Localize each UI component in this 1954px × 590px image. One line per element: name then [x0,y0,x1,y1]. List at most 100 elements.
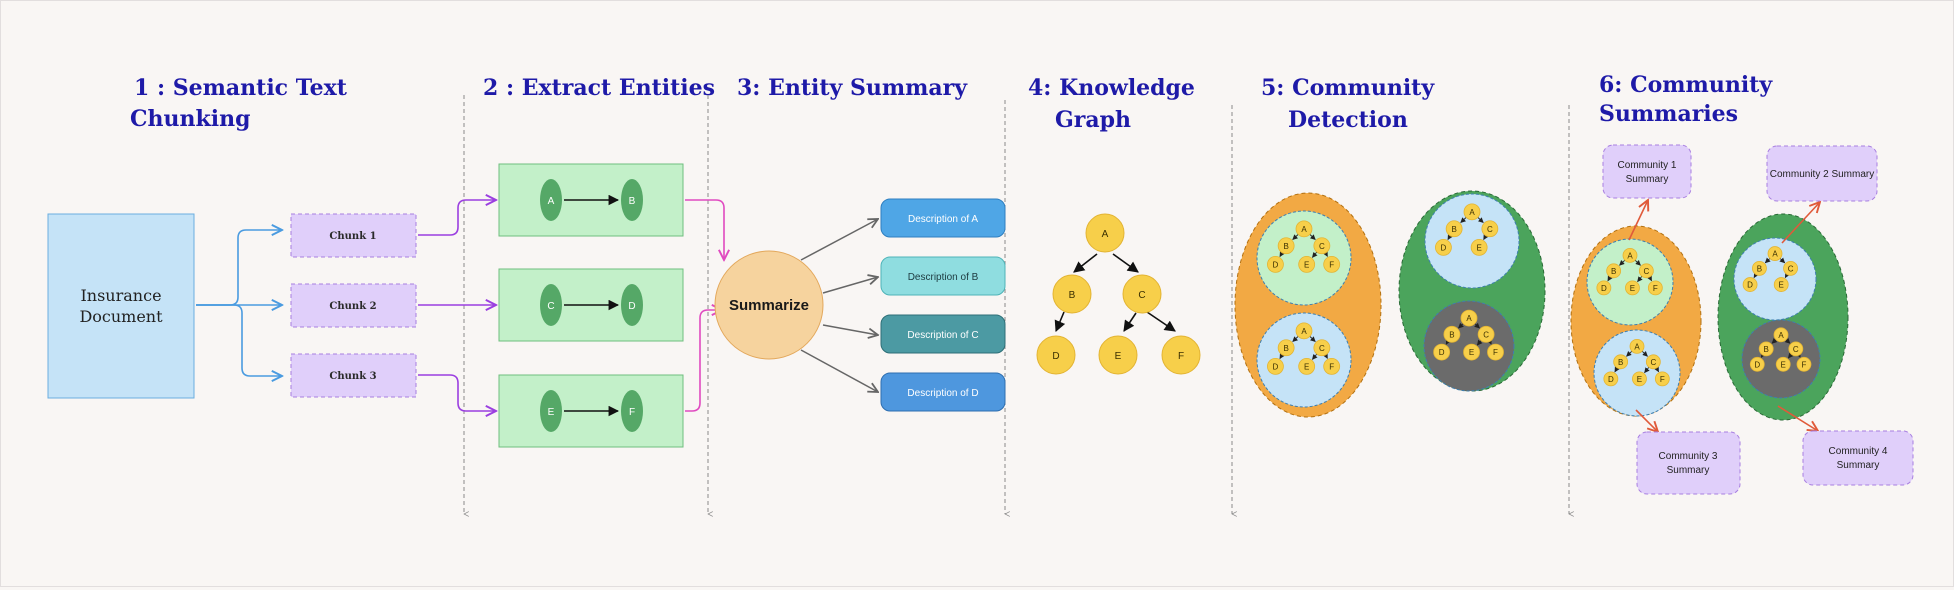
sub-node-label: A [1301,225,1307,234]
sub-node [1773,277,1789,292]
sub-node [1788,341,1804,357]
sub-node [1295,220,1313,238]
insurance-document-box [47,213,195,399]
sub-node [1267,357,1284,375]
description-c-box [880,314,1006,354]
sub-node-label: A [1634,342,1640,351]
sub-edge [1637,275,1643,283]
entity-node-c-label: C [547,301,554,312]
description-b-label: Description of B [908,272,979,283]
community-4-summary-line1: Community 4 [1829,446,1888,457]
description-a-label: Description of A [908,214,978,225]
sub-edge [1445,338,1451,345]
sub-edge [1784,338,1791,344]
sub-edge [1619,259,1626,266]
sub-edge [1653,366,1659,373]
sub-node [1487,343,1504,361]
kg-node-e [1098,335,1138,375]
sub-node [1749,356,1765,372]
sub-node [1481,220,1499,238]
chunk-1-box [290,213,417,258]
sub-node-label: C [1483,330,1489,339]
entity-node-a-label: A [548,196,555,207]
sub-node-label: C [1793,345,1799,354]
sub-node-label: E [1476,243,1481,252]
sub-edge [1760,351,1767,358]
sub-edge [1476,339,1483,346]
sub-node-label: D [1439,348,1445,357]
community-2-summary-line1: Community 2 Summary [1770,169,1874,180]
sub-edge [1279,251,1285,258]
knowledge-graph: A B C D E F [1036,213,1201,375]
sub-node-label: E [1779,281,1784,290]
sub-node-label: D [1601,284,1607,293]
sub-node-label: D [1608,375,1614,384]
kg-node-f-label: F [1178,351,1184,362]
sub-node-label: E [1304,362,1309,371]
chunk-2-box [290,283,417,328]
sub-node [1632,371,1647,387]
kg-node-b-label: B [1069,290,1076,301]
sub-node-label: E [1469,348,1474,357]
sub-node-label: B [1757,264,1762,273]
community-4-summary-line2: Summary [1837,460,1880,471]
sub-node-label: A [1627,251,1633,260]
sub-node-label: F [1660,375,1665,384]
entity-node-a [540,179,562,221]
sub-node-label: B [1451,225,1456,234]
sub-edge [1460,217,1467,223]
sub-node [1645,354,1661,370]
community-1-summary-line1: Community 1 [1618,160,1677,171]
sub-node [1477,325,1495,343]
sub-node-label: A [1466,314,1472,323]
sub-node [1606,263,1622,279]
sub-node [1463,203,1481,221]
chunk-1-label: Chunk 1 [329,231,376,242]
sub-node-label: A [1772,250,1778,259]
entity-node-d-label: D [628,301,635,312]
sub-edge [1753,272,1759,279]
sub-edge [1641,350,1648,357]
sub-node [1460,309,1478,327]
document-label-line1: Insurance [80,286,161,305]
step-3-title: 3: Entity Summary [737,75,968,101]
sub-node [1629,338,1645,354]
sub-node-label: E [1781,360,1786,369]
sub-node [1443,325,1461,343]
sub-node-label: C [1319,344,1325,353]
kg-node-a-label: A [1102,229,1109,240]
sub-node [1625,280,1640,296]
sub-node [1295,322,1313,340]
sub-node-label: A [1469,208,1475,217]
sub-node [1622,247,1638,263]
sub-node [1796,356,1812,372]
sub-edge [1322,250,1328,257]
sub-edge [1614,366,1620,373]
sub-node [1613,354,1629,370]
entity-node-f-label: F [629,407,635,418]
chunk-2-label: Chunk 2 [329,301,376,312]
sub-node [1742,277,1758,292]
sub-node [1647,280,1663,296]
sub-node-label: D [1273,362,1279,371]
sub-edge [1483,234,1489,241]
sub-edge [1279,353,1285,360]
kg-node-b [1052,274,1092,314]
summary-arrows [1628,200,1820,432]
sub-edge [1486,338,1492,345]
sub-edge [1322,352,1328,359]
sub-node [1773,327,1789,343]
sub-node-label: A [1778,331,1784,340]
section-separators [464,95,1569,514]
sub-edge [1309,336,1316,342]
sub-edge [1458,322,1464,329]
sub-node [1638,263,1654,279]
sub-node [1603,371,1619,387]
description-d-box [880,372,1006,412]
